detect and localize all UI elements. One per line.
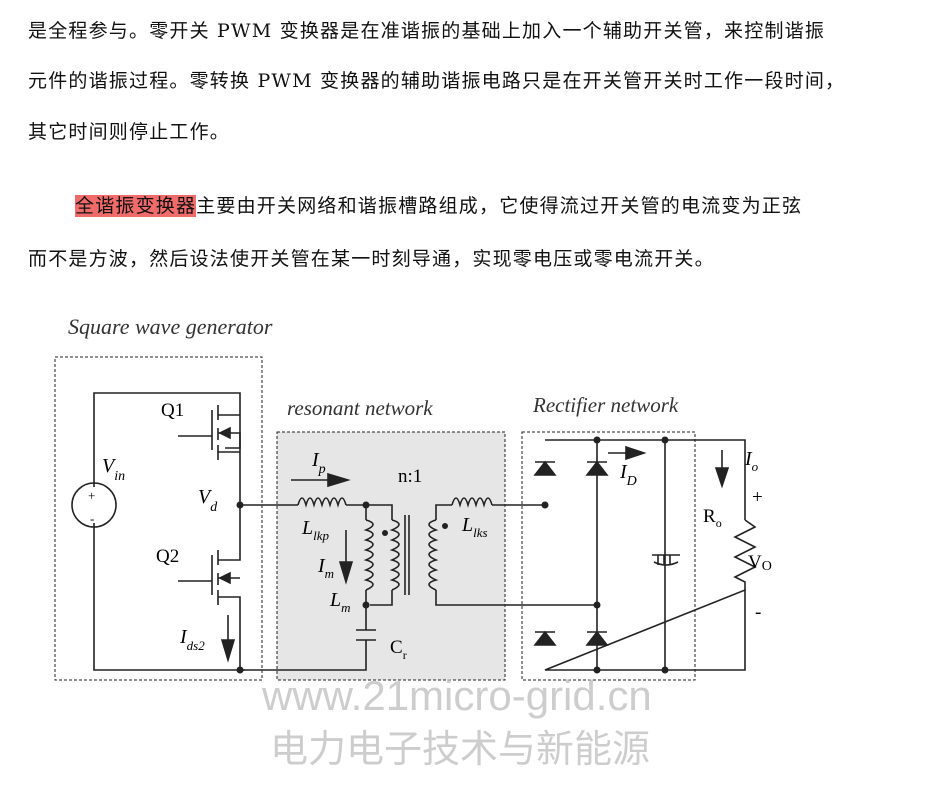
cr-label: Cr (390, 637, 407, 662)
q2-label: Q2 (156, 546, 179, 567)
ro-label: Ro (703, 506, 722, 530)
text-line: 而不是方波，然后设法使开关管在某一时刻导通，实现零电压或零电流开关。 (28, 248, 715, 270)
square-wave-title: Square wave generator (68, 314, 273, 339)
ip-label: Ip (311, 449, 326, 477)
load-resistor-icon (733, 519, 757, 590)
resonant-box (276, 431, 506, 681)
llkp-inductor-icon (297, 497, 347, 508)
text-line: 其它时间则停止工作。 (28, 121, 231, 143)
text-rest: 主要由开关网络和谐振槽路组成，它使得流过开关管的电流变为正弦 (196, 195, 803, 217)
voltage-source-icon (71, 482, 117, 528)
resonant-title: resonant network (287, 396, 433, 420)
text-line: 元件的谐振过程。零转换 PWM 变换器的辅助谐振电路只是在开关管开关时工作一段时… (28, 70, 846, 92)
highlighted-term: 全谐振变换器 (75, 195, 197, 217)
lm-label: Lm (329, 589, 351, 615)
ratio-label: n:1 (398, 466, 422, 487)
transformer-core (404, 515, 410, 595)
vin-minus: - (90, 511, 94, 526)
text-line: 是全程参与。零开关 PWM 变换器是在准谐振的基础上加入一个辅助开关管，来控制谐… (28, 20, 826, 42)
llks-inductor-icon (451, 497, 545, 508)
square-wave-box (54, 356, 263, 681)
watermark-url: www.21micro-grid.cn (261, 672, 652, 719)
q1-mosfet-icon (218, 426, 231, 440)
text-line: 全谐振变换器主要由开关网络和谐振槽路组成，它使得流过开关管的电流变为正弦 (75, 191, 802, 218)
id-label: ID (619, 461, 637, 489)
diode-icons (533, 460, 609, 646)
q1-label: Q1 (161, 400, 184, 421)
vo-plus: + (752, 487, 763, 508)
llks-label: Llks (461, 514, 488, 540)
q2-mosfet-icon (218, 571, 231, 585)
io-label: Io (744, 448, 759, 474)
vo-minus: - (755, 602, 761, 623)
vin-plus: + (88, 488, 95, 503)
lm-inductor-icon (363, 519, 374, 591)
vd-label: Vd (198, 486, 218, 515)
rectifier-box (521, 431, 696, 681)
rectifier-title: Rectifier network (532, 393, 679, 417)
im-label: Im (317, 555, 334, 581)
primary-winding-icon (389, 519, 400, 591)
ids2-label: Ids2 (179, 626, 205, 653)
llkp-label: Llkp (301, 517, 330, 543)
output-capacitor-icon (652, 554, 680, 566)
vin-label: Vin (102, 455, 125, 484)
vo-label: VO (748, 552, 772, 574)
secondary-winding-icon (428, 519, 439, 591)
watermark-cn: 电力电子技术与新能源 (270, 729, 650, 771)
